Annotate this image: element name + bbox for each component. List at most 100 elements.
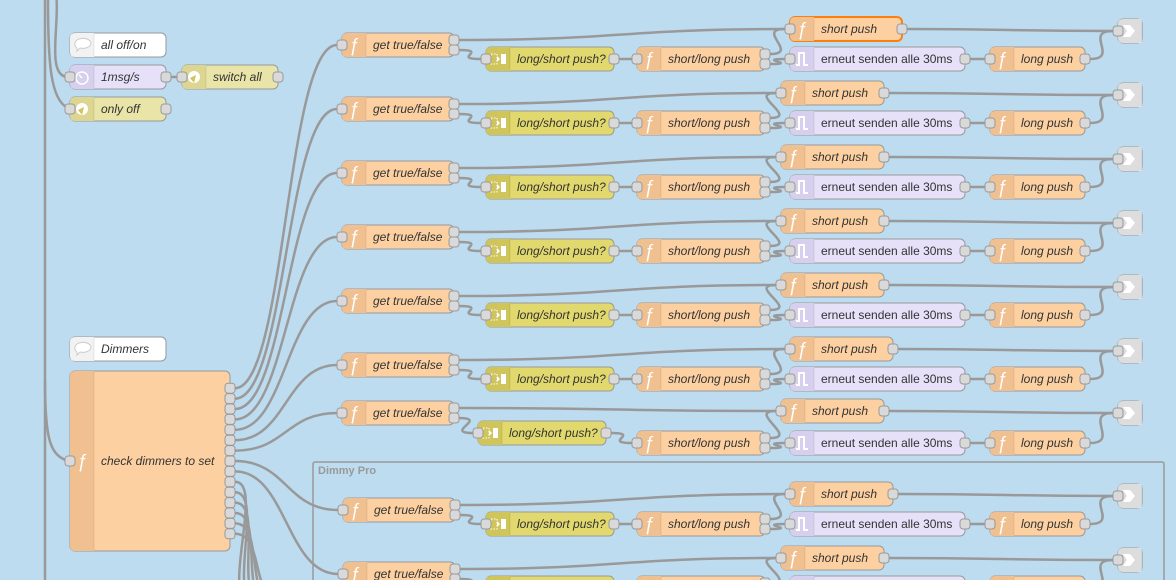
change-node-switch-all[interactable]: switch all (176, 64, 284, 90)
wire-get-to-switch[interactable] (459, 513, 482, 526)
wire-long-to-link[interactable] (1089, 285, 1114, 317)
wire-check-offscreen[interactable] (234, 501, 262, 580)
output-port[interactable] (959, 181, 971, 193)
input-port[interactable] (775, 405, 787, 417)
wire-check-offscreen[interactable] (234, 511, 268, 580)
input-port[interactable] (480, 245, 492, 257)
input-port[interactable] (775, 87, 787, 99)
input-port[interactable] (631, 309, 643, 321)
input-port[interactable] (631, 373, 643, 385)
wire-short-to-link[interactable] (888, 283, 1114, 289)
wire-get-to-short[interactable] (458, 27, 786, 42)
wire-long-to-link[interactable] (1089, 29, 1114, 61)
output-port[interactable] (759, 523, 771, 535)
wire-func-to-short[interactable] (765, 155, 781, 184)
output-port[interactable] (759, 122, 771, 134)
input-port[interactable] (336, 39, 348, 51)
input-port[interactable] (631, 518, 643, 530)
input-port[interactable] (784, 245, 796, 257)
wire-func-to-short[interactable] (769, 492, 786, 521)
input-port[interactable] (472, 427, 484, 439)
output-port[interactable] (878, 87, 890, 99)
wire-to-check-dimmers[interactable] (43, 379, 69, 463)
output-port[interactable] (759, 304, 771, 316)
output-port[interactable] (959, 53, 971, 65)
wire-short-to-link[interactable] (888, 556, 1114, 562)
switch-long-short-push[interactable]: long/short push? (472, 420, 612, 446)
wire-func-to-trigger[interactable] (769, 57, 786, 66)
group-dimmy-pro[interactable]: Dimmy Pro (312, 461, 1165, 580)
input-port[interactable] (984, 245, 996, 257)
switch-long-short-push[interactable]: long/short push? (480, 46, 620, 72)
node-body[interactable] (789, 575, 966, 580)
wire-func-to-trigger[interactable] (769, 441, 786, 450)
output-port[interactable] (759, 58, 771, 70)
output-port[interactable] (224, 424, 236, 436)
wire-check-to-get[interactable] (234, 43, 338, 390)
wire-short-to-link[interactable] (897, 347, 1114, 353)
wire-short-to-link[interactable] (888, 91, 1114, 97)
wire-func-to-short[interactable] (765, 409, 781, 440)
wire-func-to-trigger[interactable] (769, 249, 786, 258)
input-port[interactable] (784, 309, 796, 321)
output-port[interactable] (448, 108, 460, 120)
wire-get-to-switch[interactable] (458, 112, 482, 125)
input-port[interactable] (775, 215, 787, 227)
wire-switch-to-func[interactable] (610, 431, 633, 445)
input-port[interactable] (984, 373, 996, 385)
input-port[interactable] (64, 103, 76, 115)
input-port[interactable] (480, 181, 492, 193)
wire-check-offscreen[interactable] (234, 480, 250, 580)
output-port[interactable] (449, 573, 461, 580)
output-port[interactable] (759, 378, 771, 390)
input-port[interactable] (1112, 89, 1124, 101)
output-port[interactable] (224, 486, 236, 498)
wire-get-to-short[interactable] (459, 492, 786, 507)
input-port[interactable] (631, 245, 643, 257)
output-port[interactable] (448, 402, 460, 414)
output-port[interactable] (160, 103, 172, 115)
output-port[interactable] (1079, 117, 1091, 129)
input-port[interactable] (1112, 281, 1124, 293)
wire-long-to-link[interactable] (1089, 221, 1114, 253)
input-port[interactable] (984, 181, 996, 193)
input-port[interactable] (1112, 25, 1124, 37)
input-port[interactable] (480, 117, 492, 129)
output-port[interactable] (959, 518, 971, 530)
wire-to-only-off[interactable] (46, 0, 69, 110)
input-port[interactable] (480, 309, 492, 321)
output-port[interactable] (1079, 373, 1091, 385)
wire-func-to-short[interactable] (769, 347, 786, 376)
output-port[interactable] (878, 151, 890, 163)
trigger-erneut-senden[interactable]: erneut senden alle 30ms (784, 511, 971, 537)
wire-short-to-link[interactable] (897, 492, 1114, 498)
comment-dimmers[interactable]: Dimmers (69, 336, 167, 362)
wire-long-to-link[interactable] (1089, 349, 1114, 381)
input-port[interactable] (784, 343, 796, 355)
wire-get-to-switch[interactable] (458, 368, 482, 381)
input-port[interactable] (1112, 153, 1124, 165)
link-out-node[interactable] (1112, 18, 1143, 44)
wire-check-to-get[interactable] (234, 171, 338, 411)
output-port[interactable] (448, 44, 460, 56)
input-port[interactable] (64, 455, 76, 467)
output-port[interactable] (759, 368, 771, 380)
input-port[interactable] (631, 117, 643, 129)
output-port[interactable] (224, 517, 236, 529)
output-port[interactable] (608, 518, 620, 530)
wire-long-to-link[interactable] (1089, 93, 1114, 125)
